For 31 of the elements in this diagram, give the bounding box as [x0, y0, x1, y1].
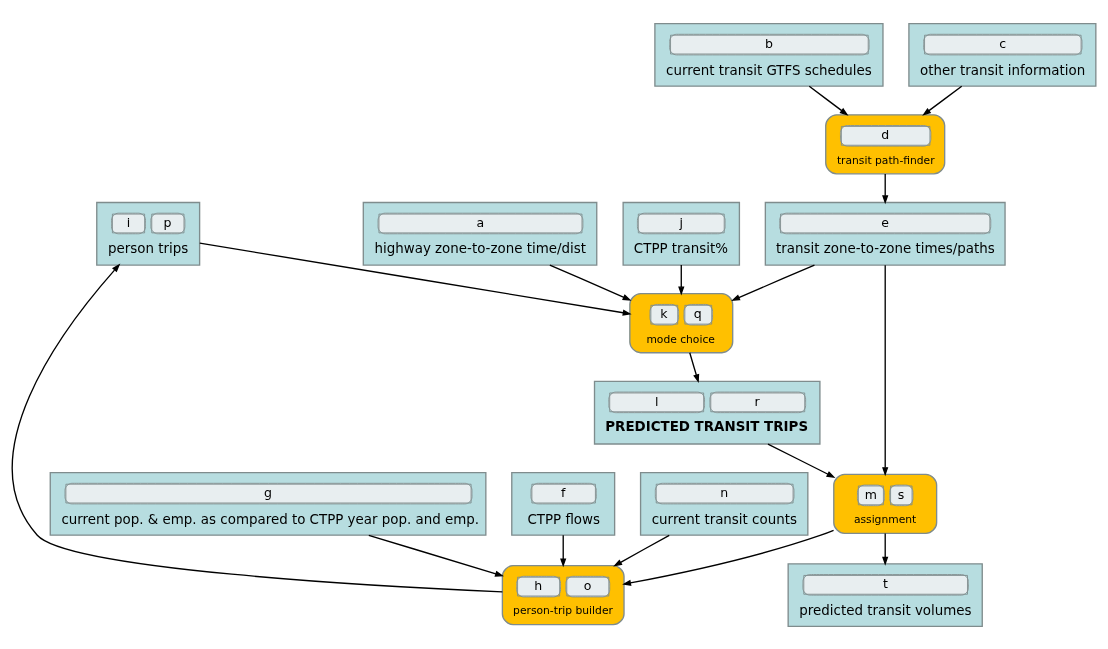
arrow: [882, 172, 889, 204]
arrow: [678, 263, 685, 295]
node-box: m s assignment: [833, 473, 938, 534]
node-box: g current pop. & emp. as compared to CTPP year pop. and emp.: [49, 471, 487, 536]
arrow: [368, 534, 504, 577]
node-box: b current transit GTFS schedules: [654, 22, 884, 87]
arrow: [549, 263, 632, 301]
node-box: f CTPP flows: [511, 471, 616, 536]
arrow: [199, 242, 632, 316]
arrow: [808, 85, 849, 116]
arrow: [689, 351, 700, 383]
node-box: a highway zone-to-zone time/dist: [362, 201, 598, 266]
node-box: h o person-trip builder: [501, 564, 625, 625]
node-box: d transit path-finder: [825, 113, 946, 174]
node-box: k q mode choice: [629, 292, 734, 353]
arrow: [11, 263, 504, 593]
node-box: l r PREDICTED TRANSIT TRIPS: [593, 380, 821, 445]
node-box: c other transit information: [908, 22, 1097, 87]
node-box: e transit zone-to-zone times/paths: [764, 201, 1006, 266]
arrow: [560, 534, 567, 567]
node-box: i p person trips: [96, 201, 201, 266]
arrow: [731, 263, 816, 301]
node-box: t predicted transit volumes: [787, 562, 983, 627]
node-box: n current transit counts: [639, 471, 809, 536]
arrow: [882, 264, 889, 476]
arrow: [922, 85, 963, 116]
arrow: [622, 529, 835, 586]
arrow: [613, 534, 670, 566]
node-box: j CTPP transit%: [622, 201, 741, 266]
arrow: [882, 532, 889, 566]
arrow: [767, 442, 836, 478]
